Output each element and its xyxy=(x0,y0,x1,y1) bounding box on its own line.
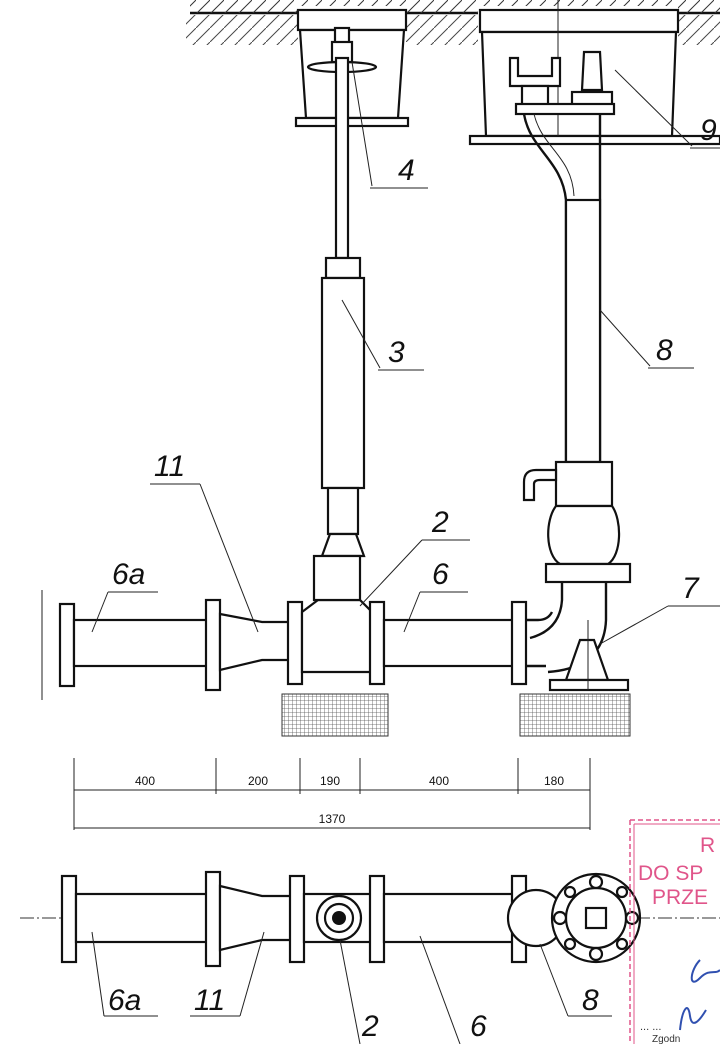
label-part-9: 9 xyxy=(700,114,717,147)
surface-box-4 xyxy=(294,8,410,128)
support-block-left xyxy=(281,693,389,737)
label-part-3: 3 xyxy=(388,336,405,369)
leader-lines xyxy=(91,61,720,1044)
label-part-6-elevation: 6 xyxy=(432,558,449,591)
stamp-footer: Zgodn xyxy=(652,1034,680,1044)
dim-400-b: 400 xyxy=(429,774,449,788)
label-part-2-plan: 2 xyxy=(361,1010,379,1043)
label-part-6-plan: 6 xyxy=(470,1010,487,1043)
signature-mark xyxy=(690,959,720,983)
duckfoot-bend-7 xyxy=(529,582,630,692)
dimension-chain xyxy=(73,758,591,830)
label-part-6a-elevation: 6a xyxy=(112,558,145,591)
dim-200: 200 xyxy=(248,774,268,788)
label-part-11-plan: 11 xyxy=(194,984,225,1017)
support-block-right xyxy=(519,693,631,737)
dim-180: 180 xyxy=(544,774,564,788)
stamp-dots: ... ... xyxy=(640,1021,661,1033)
approval-stamp: R DO SP PRZE ... ... Zgodn xyxy=(629,819,720,1044)
stamp-line-1: R xyxy=(700,834,715,857)
label-part-2-elevation: 2 xyxy=(431,506,449,539)
dim-190: 190 xyxy=(320,774,340,788)
surface-box-9 xyxy=(468,0,720,146)
label-part-8-elevation: 8 xyxy=(656,334,673,367)
dim-1370: 1370 xyxy=(319,812,346,826)
stamp-line-3: PRZE xyxy=(652,886,708,909)
label-part-4: 4 xyxy=(398,154,415,187)
signature-mark-2 xyxy=(679,1007,707,1031)
spindle-extension-3 xyxy=(320,56,366,558)
label-part-11-elevation: 11 xyxy=(154,450,185,483)
hydrant-riser-8 xyxy=(522,113,632,584)
dim-400-a: 400 xyxy=(135,774,155,788)
stamp-line-2: DO SP xyxy=(638,862,703,885)
label-part-6a-plan: 6a xyxy=(108,984,141,1017)
pipe-run-elevation xyxy=(41,554,554,700)
label-part-7: 7 xyxy=(682,572,700,605)
label-part-8-plan: 8 xyxy=(582,984,599,1017)
pipe-run-plan xyxy=(20,870,720,968)
